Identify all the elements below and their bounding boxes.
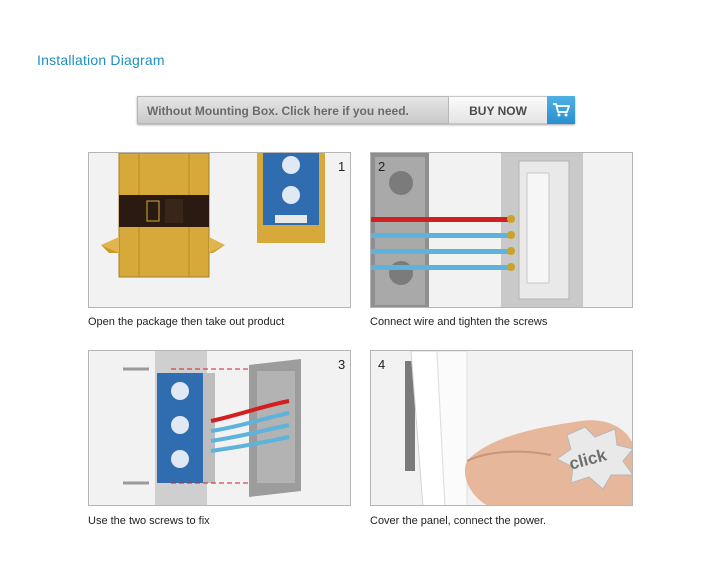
step-2-caption: Connect wire and tighten the screws [370,316,548,328]
wiring-illustration [371,153,632,307]
shopping-cart-icon[interactable] [547,96,575,124]
step-number: 1 [338,159,346,174]
step-3-caption: Use the two screws to fix [88,515,210,527]
step-4-caption: Cover the panel, connect the power. [370,515,547,527]
page-title: Installation Diagram [37,52,165,68]
banner-text[interactable]: Without Mounting Box. Click here if you … [137,96,449,124]
step-1-caption: Open the package then take out product [88,316,285,328]
mounting-box-banner[interactable]: Without Mounting Box. Click here if you … [137,96,575,124]
step-2-panel: 2 [370,152,633,308]
screw-fixing-illustration [89,351,350,505]
step-number: 3 [338,357,346,372]
step-4-panel: 4 click [370,350,633,506]
step-number: 2 [378,159,386,174]
step-3-panel: 3 [88,350,351,506]
package-illustration [89,153,350,307]
step-number: 4 [378,357,386,372]
step-1-panel: 1 [88,152,351,308]
cover-panel-illustration [371,351,632,505]
buy-now-button[interactable]: BUY NOW [449,96,547,124]
